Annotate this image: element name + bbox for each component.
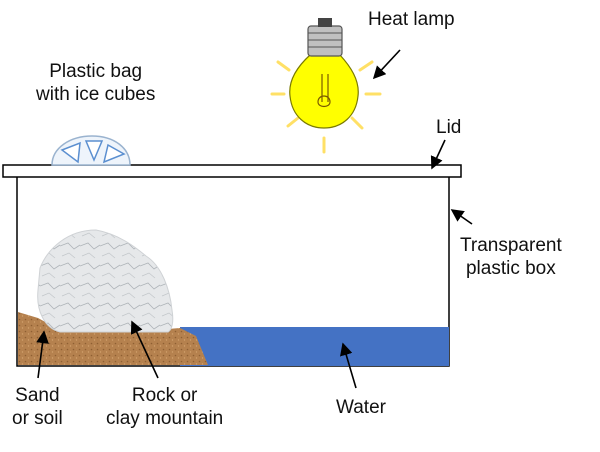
- pointer-arrows: [36, 49, 473, 389]
- plastic-bag-icon: [51, 135, 131, 166]
- label-plastic-bag: Plastic bag with ice cubes: [36, 61, 156, 105]
- lid: [2, 164, 462, 178]
- heat-lamp-icon: [270, 18, 382, 154]
- label-lid: Lid: [436, 117, 462, 138]
- water: [180, 327, 449, 366]
- sand-layer: [18, 312, 208, 365]
- label-sand: Sand or soil: [12, 385, 63, 429]
- label-rock: Rock or clay mountain: [106, 385, 224, 429]
- rock-mountain: [37, 229, 174, 333]
- label-water: Water: [336, 397, 386, 418]
- label-box: Transparent plastic box: [460, 235, 562, 279]
- label-heat-lamp: Heat lamp: [368, 9, 455, 30]
